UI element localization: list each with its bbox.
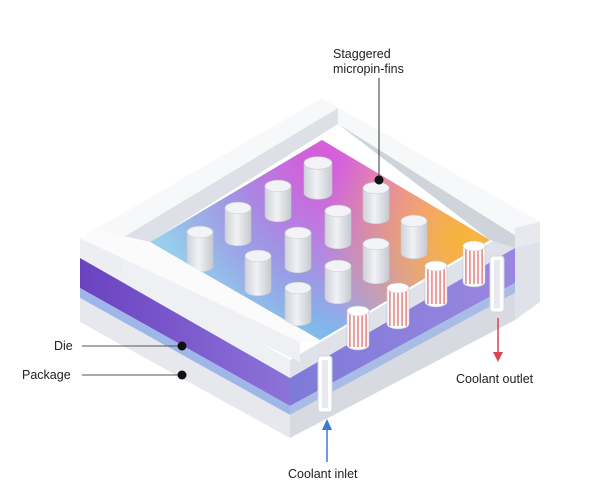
micropin-fins: [186, 156, 486, 351]
micropin-fin: [284, 281, 312, 327]
micropins-label-line2: micropin-fins: [333, 62, 404, 76]
chip-back-walls: [80, 98, 540, 320]
micropin-fin-striped: [386, 282, 410, 330]
micropin-fin: [324, 259, 352, 305]
micropin-fin-striped: [462, 240, 486, 288]
die-label: Die: [54, 339, 73, 353]
micropin-fin: [362, 181, 390, 225]
package-label: Package: [22, 368, 71, 382]
front-left-wall: [80, 230, 318, 362]
coolant-inlet-label: Coolant inlet: [288, 467, 358, 481]
micropin-fin-striped: [424, 260, 448, 308]
micropin-fin: [400, 214, 428, 260]
outlet-arrow-icon: [493, 352, 503, 362]
micropin-fin: [362, 237, 390, 285]
micropin-fin: [186, 225, 214, 273]
micropins-callout: Staggered micropin-fins: [333, 47, 404, 185]
coolant-inlet-slot: [317, 355, 333, 413]
micropin-fin: [303, 156, 333, 200]
package-layer-right: [290, 293, 515, 438]
micropin-fin: [284, 226, 312, 274]
coolant-outlet-slot: [489, 255, 505, 313]
die-layer-left: [80, 258, 290, 406]
package-layer-left: [80, 298, 290, 438]
coolant-inlet-callout: Coolant inlet: [288, 419, 358, 481]
coolant-outlet-callout: Coolant outlet: [456, 318, 534, 386]
micropin-fin: [324, 204, 352, 250]
micropin-fin-striped: [346, 305, 370, 351]
micropins-label-line1: Staggered: [333, 47, 391, 61]
coolant-outlet-label: Coolant outlet: [456, 372, 534, 386]
inlet-arrow-icon: [322, 419, 332, 430]
micropin-fin: [264, 179, 292, 223]
micropin-fin: [224, 201, 252, 247]
micropin-fin: [244, 249, 272, 297]
package-callout: Package: [22, 368, 187, 382]
die-callout: Die: [54, 339, 187, 353]
